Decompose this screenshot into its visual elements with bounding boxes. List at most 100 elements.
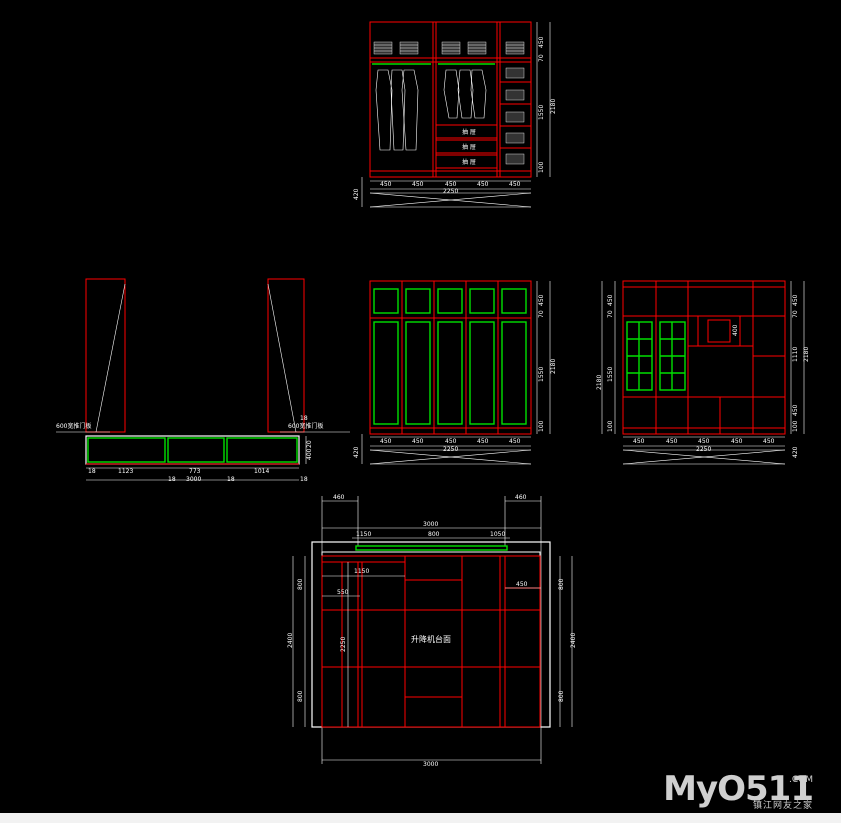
dim-base: 420 xyxy=(353,188,360,200)
fp-inner-550: 550 xyxy=(337,589,349,596)
fp-seg-3: 1050 xyxy=(490,531,505,538)
fp-bottom-total: 3000 xyxy=(423,761,438,768)
stacked-shirts-icon xyxy=(505,67,525,165)
mid-h4: 100 xyxy=(538,420,545,432)
middle-elevation: 450 450 450 450 450 2250 450 70 1550 100… xyxy=(353,280,557,465)
plan-edge-right: 18 xyxy=(300,476,308,483)
right-base: 420 xyxy=(792,446,799,458)
mid-total: 2250 xyxy=(443,446,458,453)
plan-seg-2: 773 xyxy=(189,468,201,475)
dim-h1: 450 xyxy=(538,36,545,48)
top-drawer-1 xyxy=(435,124,498,139)
fp-center-label: 升降机台面 xyxy=(411,634,451,644)
drawer-label-3: 抽 屉 xyxy=(462,158,476,166)
plan-total: 3000 xyxy=(186,476,201,483)
dim-total: 2250 xyxy=(443,188,458,195)
dim-w1: 450 xyxy=(380,181,392,188)
right-door-label: 600宽推门板 xyxy=(288,422,323,430)
fp-right-seg-1: 800 xyxy=(558,578,565,590)
fp-seg-2: 800 xyxy=(428,531,440,538)
mid-w3: 450 xyxy=(445,438,457,445)
plan-view: 600宽推门板 600宽推门板 18 18 1123 773 1014 18 3… xyxy=(56,278,350,483)
drawer-label-1: 抽 屉 xyxy=(462,128,476,136)
right-hr2: 70 xyxy=(792,310,799,318)
hanging-clothes-icon xyxy=(375,69,487,151)
right-w4: 450 xyxy=(731,438,743,445)
right-hr1: 450 xyxy=(792,294,799,306)
footer-bar xyxy=(0,813,841,823)
right-door-panel xyxy=(267,278,305,433)
right-w2: 450 xyxy=(666,438,678,445)
right-overall-left: 2180 xyxy=(596,375,603,390)
dim-overall: 2180 xyxy=(550,99,557,114)
fp-right-seg-2: 800 xyxy=(558,690,565,702)
fp-window xyxy=(355,545,508,551)
fp-h-2250: 2250 xyxy=(340,637,347,652)
fp-right-total: 2400 xyxy=(570,633,577,648)
mid-h3: 1550 xyxy=(538,367,545,382)
right-inner-dim: 400 xyxy=(732,324,739,336)
watermark-com: .COM xyxy=(789,775,813,785)
fp-left-seg-1: 800 xyxy=(297,578,304,590)
watermark-brand: MyO511 xyxy=(663,769,814,809)
right-elevation: 400 450 450 450 450 450 2250 2180 450 xyxy=(596,280,810,465)
dim-w4: 450 xyxy=(477,181,489,188)
middle-lower-doors xyxy=(373,321,527,425)
plan-seg-1: 1123 xyxy=(118,468,133,475)
right-w1: 450 xyxy=(633,438,645,445)
right-overall-right: 2180 xyxy=(803,347,810,362)
dim-w5: 450 xyxy=(509,181,521,188)
top-drawer-3 xyxy=(435,154,498,169)
right-hl3: 1550 xyxy=(607,367,614,382)
plan-depth-20: 20 xyxy=(306,440,313,448)
middle-upper-doors xyxy=(373,288,527,314)
right-total: 2250 xyxy=(696,446,711,453)
fp-left-total: 2400 xyxy=(287,633,294,648)
right-18-label: 18 xyxy=(300,415,308,422)
mid-w5: 450 xyxy=(509,438,521,445)
fp-top-right: 460 xyxy=(515,494,527,501)
fp-inner-1150: 1150 xyxy=(354,568,369,575)
plan-edge-mid2: 18 xyxy=(227,476,235,483)
dim-h4: 100 xyxy=(538,161,545,173)
top-elevation-frame xyxy=(369,21,532,178)
fp-seg-1: 1150 xyxy=(356,531,371,538)
glass-door-right xyxy=(659,321,686,391)
top-drawer-2 xyxy=(435,139,498,154)
fp-top-total: 3000 xyxy=(423,521,438,528)
glass-door-left xyxy=(626,321,653,391)
plan-edge-left: 18 xyxy=(88,468,96,475)
right-elevation-frame xyxy=(622,280,786,435)
plan-depth-400: 400 xyxy=(306,448,313,460)
drawer-label-2: 抽 屉 xyxy=(462,143,476,151)
right-hr3: 1110 xyxy=(792,347,799,362)
folded-clothes-icon xyxy=(373,41,525,55)
plan-base-cabinet xyxy=(85,435,300,465)
top-elevation: 抽 屉 抽 屉 抽 屉 450 450 450 450 450 2250 450 xyxy=(353,21,557,208)
fp-top-left: 460 xyxy=(333,494,345,501)
mid-w1: 450 xyxy=(380,438,392,445)
middle-elevation-frame xyxy=(369,280,532,435)
dim-h3: 1550 xyxy=(538,105,545,120)
right-hl4: 100 xyxy=(607,420,614,432)
watermark-logo: MyO511 .COM 镇江网友之家 xyxy=(663,769,814,811)
floor-plan: 460 460 3000 1150 800 1050 1150 550 45 xyxy=(287,494,577,768)
dim-w3: 450 xyxy=(445,181,457,188)
dim-w2: 450 xyxy=(412,181,424,188)
right-w3: 450 xyxy=(698,438,710,445)
left-door-label: 600宽推门板 xyxy=(56,422,91,430)
fp-left-seg-2: 800 xyxy=(297,690,304,702)
right-hr5: 100 xyxy=(792,420,799,432)
left-door-panel xyxy=(85,278,126,433)
right-hl2: 70 xyxy=(607,310,614,318)
mid-w4: 450 xyxy=(477,438,489,445)
mid-h2: 70 xyxy=(538,310,545,318)
right-hl1: 450 xyxy=(607,294,614,306)
plan-seg-3: 1014 xyxy=(254,468,269,475)
mid-base: 420 xyxy=(353,446,360,458)
right-hr4: 450 xyxy=(792,404,799,416)
plan-edge-mid1: 18 xyxy=(168,476,176,483)
mid-overall: 2180 xyxy=(550,359,557,374)
dim-h2: 70 xyxy=(538,54,545,62)
